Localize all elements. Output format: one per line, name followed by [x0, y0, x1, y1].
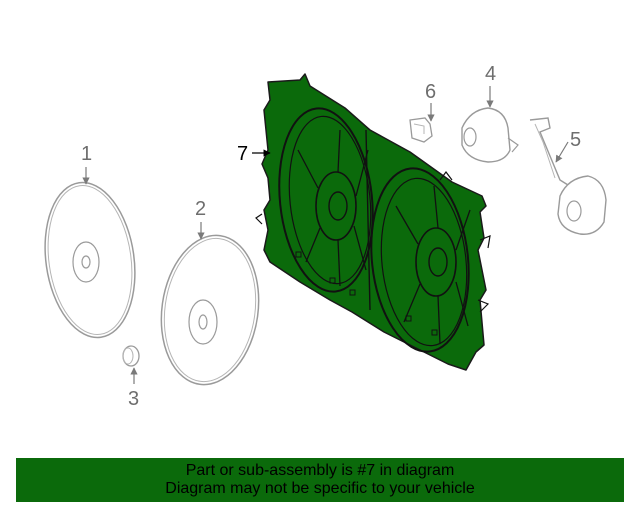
callout-6[interactable]: 6	[425, 81, 437, 103]
leader-line-5	[555, 141, 569, 163]
callout-3[interactable]: 3	[128, 388, 140, 410]
callout-5[interactable]: 5	[570, 129, 582, 151]
info-banner-bg	[16, 458, 624, 502]
part-4-fan-motor[interactable]	[461, 107, 519, 163]
part-7-fan-shroud-assembly[interactable]	[255, 73, 491, 371]
callout-7[interactable]: 7	[237, 143, 249, 165]
part-6-retainer-clip[interactable]	[409, 117, 433, 143]
info-banner: Part or sub-assembly is #7 in diagram Di…	[16, 458, 624, 502]
part-2-fan-blade[interactable]	[152, 229, 268, 391]
callout-2[interactable]: 2	[195, 198, 207, 220]
callout-1[interactable]: 1	[81, 143, 93, 165]
part-1-fan-blade[interactable]	[36, 177, 145, 344]
part-3-nut[interactable]	[122, 345, 140, 367]
callout-4[interactable]: 4	[485, 63, 497, 85]
banner-line-part: Part or sub-assembly is #7 in diagram	[185, 462, 455, 479]
banner-line-disclaimer: Diagram may not be specific to your vehi…	[165, 480, 475, 497]
part-5-fan-motor-with-bracket[interactable]	[529, 117, 607, 235]
